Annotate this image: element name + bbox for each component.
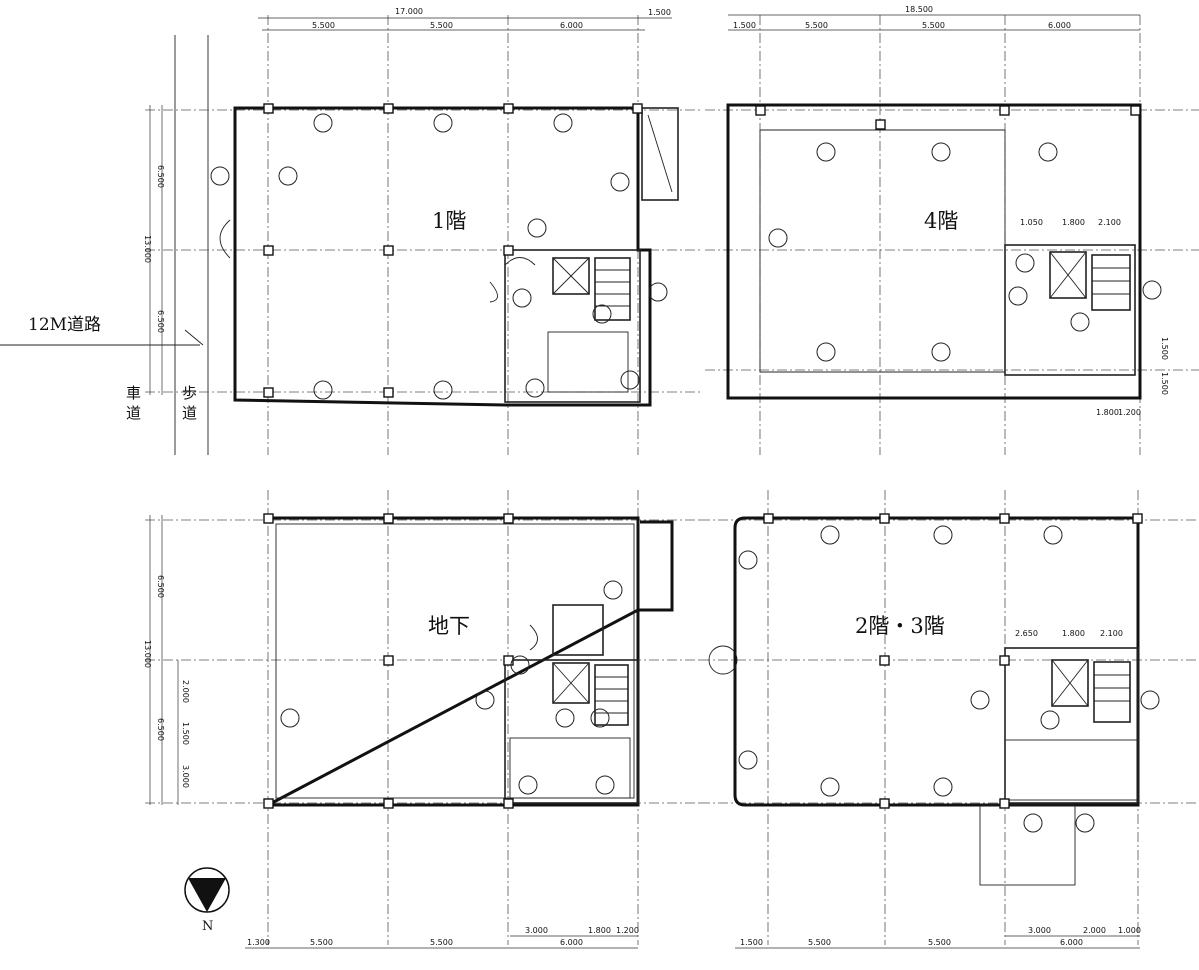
dim-b-core-1: 3.000 — [525, 926, 548, 935]
dim-23-bottom-left: 1.500 — [740, 938, 763, 947]
b-wc — [509, 737, 631, 799]
dim-b-inner-1: 2.000 — [181, 680, 190, 703]
roadway-label-2: 道 — [126, 404, 141, 422]
1f-elevator — [552, 257, 590, 295]
dim-b-bottom-1: 5.500 — [310, 938, 333, 947]
1f-outer-wall — [233, 106, 652, 407]
dim-23-core-2: 1.800 — [1062, 629, 1085, 638]
dim-1f-left-1: 6.500 — [156, 165, 165, 188]
dim-4f-span-1: 5.500 — [805, 21, 828, 30]
dim-4f-right-1: 1.500 — [1160, 337, 1169, 360]
2f3f-elevator — [1051, 659, 1089, 707]
dim-4f-core-3: 2.100 — [1098, 218, 1121, 227]
4f-elevator — [1049, 251, 1087, 299]
dim-23-core-3: 2.100 — [1100, 629, 1123, 638]
floor-label-basement: 地下 — [428, 614, 470, 638]
2f3f-balcony — [979, 804, 1076, 886]
dim-23-core-b-1: 3.000 — [1028, 926, 1051, 935]
dim-b-left-total: 13.000 — [143, 640, 152, 668]
dim-23-core-b-2: 2.000 — [1083, 926, 1106, 935]
road-area: 12M道路 車 道 歩 道 — [0, 35, 209, 455]
floor-label-4f: 4階 — [924, 209, 958, 233]
dim-b-inner-3: 3.000 — [181, 765, 190, 788]
dim-23-bottom-2: 5.500 — [928, 938, 951, 947]
dim-4f-bottom-2: 1.200 — [1118, 408, 1141, 417]
dim-4f-side: 1.500 — [733, 21, 756, 30]
dim-b-left-1: 6.500 — [156, 575, 165, 598]
2f3f-outer-wall — [733, 516, 1140, 807]
dim-4f-core-2: 1.800 — [1062, 218, 1085, 227]
dim-23-core-b-3: 1.000 — [1118, 926, 1141, 935]
roadway-label-1: 車 — [126, 384, 141, 402]
dim-1f-total: 17.000 — [395, 7, 423, 16]
1f-core — [504, 249, 641, 403]
dim-23-core-1: 2.650 — [1015, 629, 1038, 638]
1f-wc — [547, 331, 629, 393]
dim-b-core-2: 1.800 — [588, 926, 611, 935]
plan-2f-3f: 2.650 1.800 2.100 2階・3階 1.500 5.500 5.50… — [700, 490, 1199, 949]
sidewalk-label-1: 歩 — [182, 384, 197, 402]
dim-1f-span-1: 5.500 — [312, 21, 335, 30]
dim-1f-side: 1.500 — [648, 8, 671, 17]
road-label: 12M道路 — [28, 315, 101, 335]
dim-4f-span-2: 5.500 — [922, 21, 945, 30]
2f3f-wc — [1004, 739, 1139, 801]
dim-1f-span-2: 5.500 — [430, 21, 453, 30]
dim-4f-total: 18.500 — [905, 5, 933, 14]
floor-label-1f: 1階 — [432, 209, 466, 233]
dim-4f-span-3: 6.000 — [1048, 21, 1071, 30]
north-label: N — [202, 919, 213, 934]
dim-1f-span-3: 6.000 — [560, 21, 583, 30]
dim-23-bottom-1: 5.500 — [808, 938, 831, 947]
dim-23-bottom-3: 6.000 — [1060, 938, 1083, 947]
1f-shaft — [641, 107, 679, 201]
dim-b-bottom-3: 6.000 — [560, 938, 583, 947]
4f-outer-wall — [726, 103, 1142, 400]
north-arrow-pointer-icon — [188, 878, 226, 912]
b-elevator — [552, 662, 590, 704]
floor-label-2f-3f: 2階・3階 — [855, 614, 945, 638]
dim-1f-left-total: 13.000 — [143, 235, 152, 263]
b-core — [504, 659, 639, 804]
2f3f-stair — [1093, 661, 1131, 723]
dim-b-left-2: 6.500 — [156, 718, 165, 741]
b-stair — [594, 664, 629, 726]
dim-4f-right-2: 1.500 — [1160, 372, 1169, 395]
sidewalk-label-2: 道 — [182, 404, 197, 422]
b-outer-wall — [267, 516, 674, 807]
4f-stair — [1091, 254, 1131, 311]
4f-core — [1004, 244, 1136, 376]
plan-4f: 18.500 1.500 5.500 5.500 6.000 1.050 1.8… — [705, 5, 1199, 455]
plan-basement: 13.000 6.500 6.500 2.000 1.500 3.000 地下 … — [143, 490, 700, 949]
plan-1f: 17.000 5.500 5.500 6.000 1.500 13.000 6.… — [143, 7, 700, 455]
dim-1f-left-2: 6.500 — [156, 310, 165, 333]
north-arrow: N — [184, 867, 230, 934]
1f-stair — [594, 257, 631, 321]
dim-b-inner-2: 1.500 — [181, 722, 190, 745]
dim-4f-bottom-1: 1.800 — [1096, 408, 1119, 417]
dim-b-bottom-left: 1.300 — [247, 938, 270, 947]
dim-b-bottom-2: 5.500 — [430, 938, 453, 947]
2f3f-core — [1004, 647, 1139, 804]
dim-4f-core-1: 1.050 — [1020, 218, 1043, 227]
b-room — [552, 604, 604, 656]
dim-b-core-3: 1.200 — [616, 926, 639, 935]
